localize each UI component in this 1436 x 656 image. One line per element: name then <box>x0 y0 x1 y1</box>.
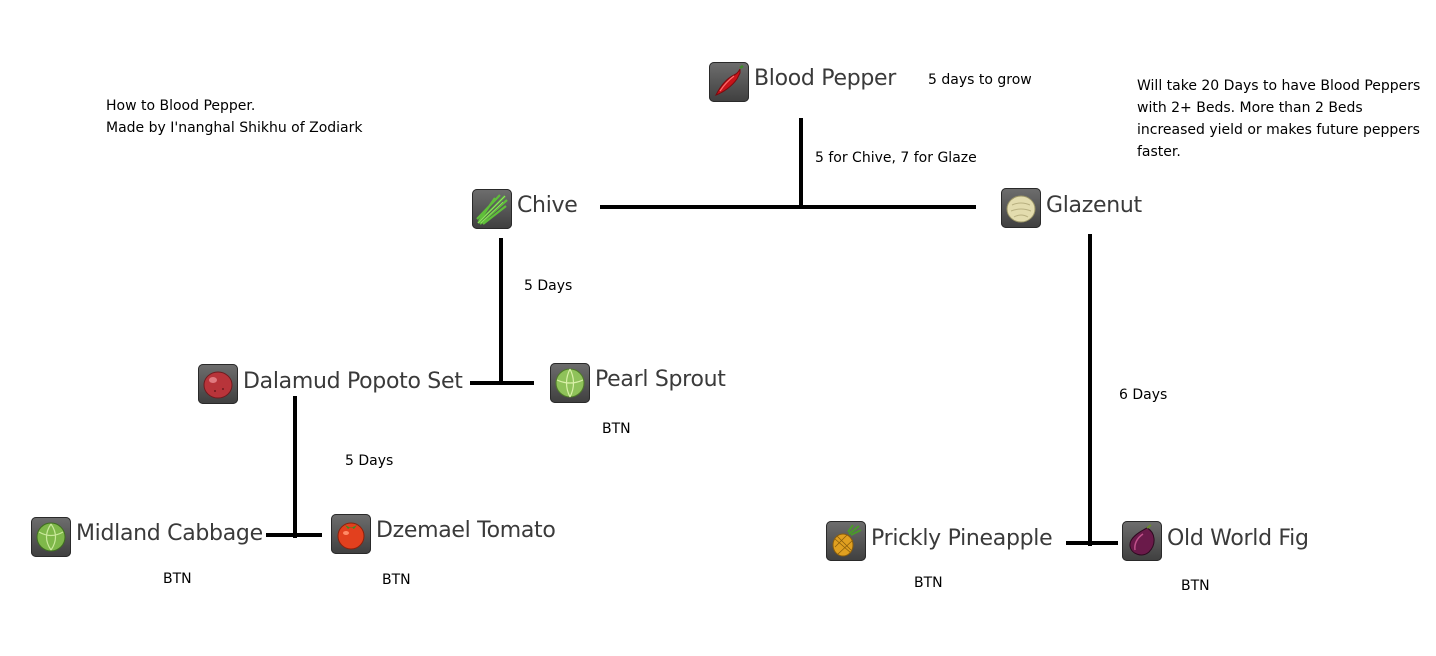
node-old-world-fig: Old World Fig <box>1167 526 1309 551</box>
connector-popoto-vertical <box>293 396 297 538</box>
connector-pineapple-fig <box>1066 541 1118 545</box>
popoto-parents-label: 5 Days <box>345 453 394 469</box>
chive-parents-label: 5 Days <box>524 278 573 294</box>
blood-pepper-grow-label: 5 days to grow <box>928 72 1032 88</box>
connector-popoto-sprout <box>470 381 534 385</box>
node-dalamud-popoto-set: Dalamud Popoto Set <box>243 369 463 394</box>
blood-pepper-parents-label: 5 for Chive, 7 for Glaze <box>815 150 977 166</box>
connector-cabbage-tomato <box>266 533 322 537</box>
connector-blood-pepper-vertical <box>799 118 803 208</box>
potato-icon <box>198 364 238 404</box>
pearl-sprout-source: BTN <box>602 421 631 437</box>
tomato-icon <box>331 514 371 554</box>
node-pearl-sprout: Pearl Sprout <box>595 367 726 392</box>
sprout-icon <box>550 363 590 403</box>
node-blood-pepper: Blood Pepper <box>754 66 897 91</box>
connector-chive-glazenut <box>600 205 976 209</box>
dzemael-tomato-source: BTN <box>382 572 411 588</box>
node-glazenut: Glazenut <box>1046 193 1142 218</box>
connector-glazenut-vertical <box>1088 234 1092 546</box>
fig-icon <box>1122 521 1162 561</box>
chili-pepper-icon <box>709 62 749 102</box>
midland-cabbage-source: BTN <box>163 571 192 587</box>
yield-note: Will take 20 Days to have Blood Peppers … <box>1137 78 1421 160</box>
node-dzemael-tomato: Dzemael Tomato <box>376 518 556 543</box>
credits-line-2: Made by I'nanghal Shikhu of Zodiark <box>106 120 363 136</box>
chive-icon <box>472 189 512 229</box>
pineapple-icon <box>826 521 866 561</box>
node-midland-cabbage: Midland Cabbage <box>76 521 263 546</box>
glazenut-parents-label: 6 Days <box>1119 387 1168 403</box>
prickly-pineapple-source: BTN <box>914 575 943 591</box>
node-prickly-pineapple: Prickly Pineapple <box>871 526 1053 551</box>
nut-icon <box>1001 188 1041 228</box>
cabbage-icon <box>31 517 71 557</box>
connector-chive-vertical <box>499 238 503 384</box>
old-world-fig-source: BTN <box>1181 578 1210 594</box>
node-chive: Chive <box>517 193 578 218</box>
credits-line-1: How to Blood Pepper. <box>106 98 256 114</box>
